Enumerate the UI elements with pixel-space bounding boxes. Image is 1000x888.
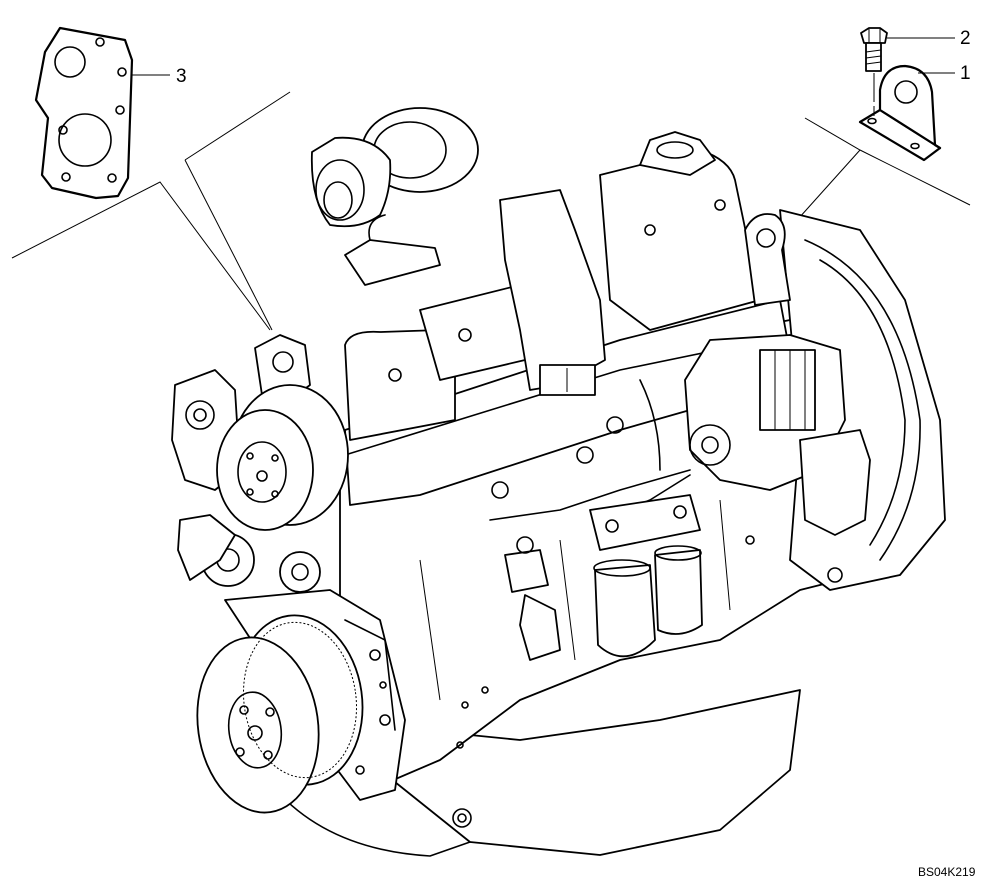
callout-2-label: 2 xyxy=(960,28,971,49)
bolt-part xyxy=(860,27,888,72)
gasket-part xyxy=(34,26,134,200)
engine-assembly xyxy=(171,107,946,857)
callout-3-label: 3 xyxy=(176,66,187,87)
drawing-reference-number: BS04K219 xyxy=(918,865,976,879)
bracket-part xyxy=(858,64,942,162)
callout-1-label: 1 xyxy=(960,63,971,84)
